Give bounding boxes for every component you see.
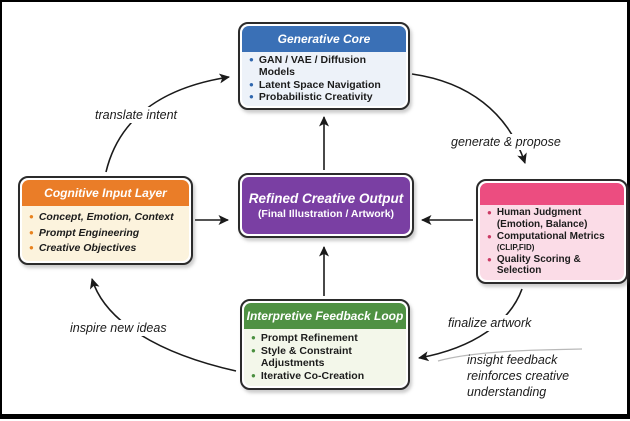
refined-output-title: Refined Creative Output [248, 191, 404, 206]
node-generative-core: Generative Core ●GAN / VAE / Diffusion M… [238, 22, 410, 110]
cognitive-input-title: Cognitive Input Layer [22, 180, 189, 206]
bullet-dot-icon: ● [249, 55, 254, 65]
arrow-cognitive-to-generative [105, 73, 230, 173]
bullet-dot-icon: ● [29, 212, 34, 222]
refined-output-subtitle: (Final Illustration / Artwork) [257, 208, 395, 220]
bullet-dot-icon: ● [251, 371, 256, 380]
bullet-dot-icon: ● [29, 227, 34, 237]
bullet-dot-icon: ● [29, 243, 34, 253]
bullet-dot-icon: ● [487, 208, 492, 218]
node-cognitive-input-layer: Cognitive Input Layer ●Concept, Emotion,… [18, 176, 193, 265]
bullet-dot-icon: ● [487, 254, 492, 264]
bullet-dot-icon: ● [249, 91, 254, 101]
bullet-item: ●Computational Metrics (CLIP,FID) [487, 230, 605, 253]
insight-leader-line [437, 348, 583, 362]
bullet-dot-icon: ● [251, 345, 256, 355]
bullet-dot-icon: ● [249, 79, 254, 89]
bullet-item: ●GAN / VAE / Diffusion Models [249, 54, 366, 79]
generative-core-title: Generative Core [242, 26, 406, 52]
bullet-item: ●Creative Objectives [29, 242, 137, 255]
edge-label-finalize-artwork: finalize artwork [445, 315, 535, 332]
bullet-dot-icon: ● [251, 332, 256, 342]
interpretive-feedback-title: Interpretive Feedback Loop [244, 303, 406, 329]
bullet-item: ●Latent Space Navigation [249, 78, 381, 91]
bullet-item: ●Iterative Co-Creation [251, 370, 365, 382]
bullet-item: ●Concept, Emotion, Context [29, 211, 174, 224]
arrow-evaluation-to-feedback [418, 288, 523, 362]
bullet-item: ●Prompt Refinement [251, 331, 358, 344]
bullet-item: ●Probabilistic Creativity [249, 90, 373, 103]
node-refined-creative-output: Refined Creative Output (Final Illustrat… [238, 173, 414, 238]
edge-label-insight-feedback: insight feedback reinforces creative und… [467, 353, 570, 399]
edge-label-generate-propose: generate & propose [448, 134, 564, 151]
node-evaluation: ●Human Judgment (Emotion, Balance) ●Comp… [476, 179, 628, 284]
bullet-item: ●Human Judgment (Emotion, Balance) [487, 207, 588, 230]
edge-label-translate-intent: translate intent [92, 107, 180, 124]
node-interpretive-feedback-loop: Interpretive Feedback Loop ●Prompt Refin… [240, 299, 410, 390]
clip-fid-suffix: (CLIP,FID) [496, 243, 535, 252]
bullet-item: ●Style & Constraint Adjustments [251, 344, 352, 369]
bullet-dot-icon: ● [487, 231, 492, 241]
evaluation-title [480, 183, 624, 205]
bullet-item: ●Quality Scoring & Selection [487, 253, 581, 277]
edge-label-inspire-new-ideas: inspire new ideas [67, 320, 170, 337]
bullet-item: ●Prompt Engineering [29, 226, 140, 239]
